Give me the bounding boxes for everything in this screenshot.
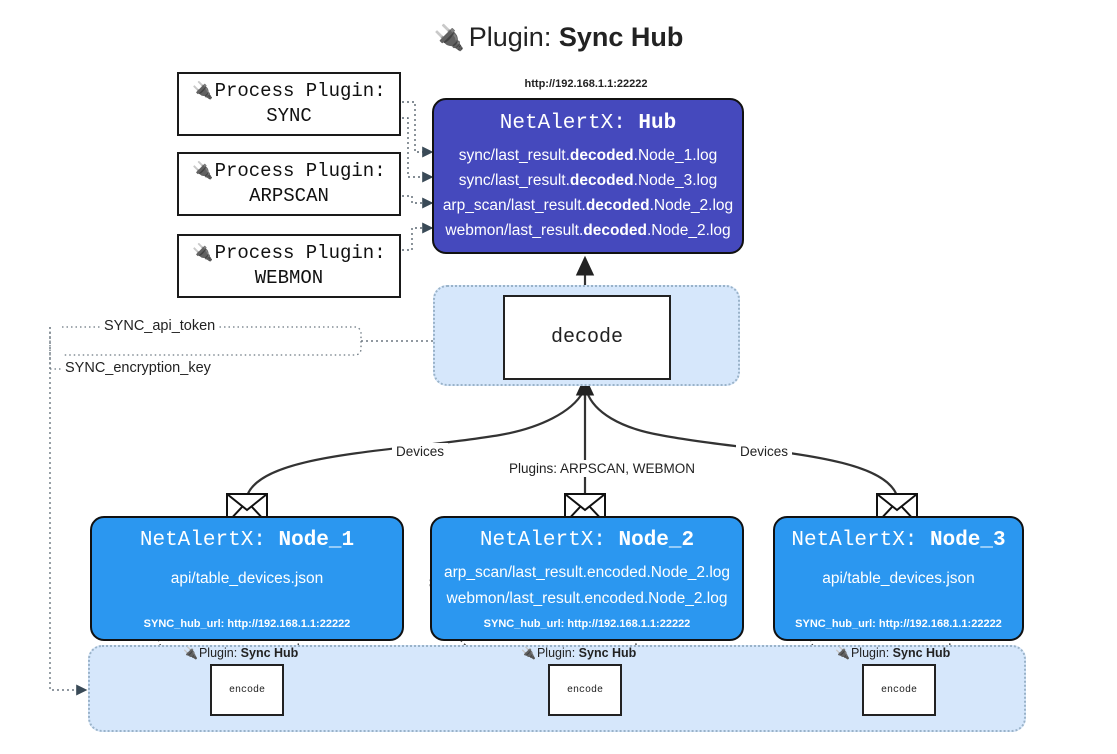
plug-icon: 🔌 — [192, 81, 214, 101]
hub-log-row: arp_scan/last_result.decoded.Node_2.log — [442, 197, 734, 214]
sync-encryption-key-label: SYNC_encryption_key — [62, 359, 214, 377]
plug-icon: 🔌 — [192, 161, 214, 181]
hub-title: NetAlertX: Hub — [499, 112, 677, 135]
node-3[interactable]: NetAlertX: Node_3 api/table_devices.json… — [773, 516, 1024, 641]
plug-icon: 🔌 — [183, 646, 198, 660]
node-2-lines: arp_scan/last_result.encoded.Node_2.log … — [432, 560, 742, 612]
process-plugin-webmon[interactable]: 🔌Process Plugin: WEBMON — [177, 234, 401, 298]
hub-log-row: webmon/last_result.decoded.Node_2.log — [445, 222, 731, 239]
page-title-prefix: Plugin: — [468, 22, 559, 52]
sync-api-token-label: SYNC_api_token — [101, 317, 219, 335]
encode-plugin-label-2: 🔌Plugin: Sync Hub — [521, 646, 637, 660]
node-1-lines: api/table_devices.json — [92, 566, 402, 592]
encode-plugin-label-1: 🔌Plugin: Sync Hub — [183, 646, 299, 660]
process-plugin-sync-line2: SYNC — [266, 105, 312, 127]
page-title: 🔌Plugin: Sync Hub — [0, 18, 1117, 57]
process-plugin-arpscan[interactable]: 🔌Process Plugin: ARPSCAN — [177, 152, 401, 216]
node-3-title: NetAlertX: Node_3 — [791, 529, 1006, 552]
node-3-lines: api/table_devices.json — [775, 566, 1022, 592]
page-title-name: Sync Hub — [558, 22, 684, 52]
encode-box-2[interactable]: encode — [548, 664, 622, 716]
node-2-line: arp_scan/last_result.encoded.Node_2.log — [443, 564, 731, 581]
plug-icon: 🔌 — [521, 646, 536, 660]
plug-icon: 🔌 — [192, 243, 214, 263]
node-1-line: api/table_devices.json — [170, 570, 324, 587]
node-2-title: NetAlertX: Node_2 — [479, 529, 695, 552]
node-2[interactable]: NetAlertX: Node_2 arp_scan/last_result.e… — [430, 516, 744, 641]
node-3-hub-url: SYNC_hub_url: http://192.168.1.1:22222 — [795, 618, 1002, 630]
node-1-title: NetAlertX: Node_1 — [139, 529, 355, 552]
process-plugin-sync[interactable]: 🔌Process Plugin: SYNC — [177, 72, 401, 136]
encode-plugin-label-3: 🔌Plugin: Sync Hub — [835, 646, 951, 660]
node-1[interactable]: NetAlertX: Node_1 api/table_devices.json… — [90, 516, 404, 641]
decode-box[interactable]: decode — [503, 295, 671, 380]
hub-node[interactable]: NetAlertX: Hub sync/last_result.decoded.… — [432, 98, 744, 254]
plug-icon: 🔌 — [433, 24, 465, 52]
process-plugin-webmon-line1: 🔌Process Plugin: — [192, 242, 386, 264]
node-3-line: api/table_devices.json — [822, 570, 975, 587]
devices-right-label: Devices — [736, 443, 793, 460]
process-plugin-sync-line1: 🔌Process Plugin: — [192, 80, 386, 102]
process-plugin-webmon-line2: WEBMON — [254, 267, 324, 289]
hub-log-list: sync/last_result.decoded.Node_1.log sync… — [434, 143, 742, 243]
encode-box-3[interactable]: encode — [862, 664, 936, 716]
node-2-hub-url: SYNC_hub_url: http://192.168.1.1:22222 — [483, 618, 691, 630]
devices-left-label: Devices — [392, 443, 449, 460]
plugins-center-label: Plugins: ARPSCAN, WEBMON — [505, 460, 700, 477]
node-2-line: webmon/last_result.encoded.Node_2.log — [446, 590, 728, 607]
encode-box-1[interactable]: encode — [210, 664, 284, 716]
process-plugin-arpscan-line1: 🔌Process Plugin: — [192, 160, 386, 182]
plug-icon: 🔌 — [835, 646, 850, 660]
hub-url: http://192.168.1.1:22222 — [524, 78, 648, 90]
process-plugin-arpscan-line2: ARPSCAN — [249, 185, 329, 207]
node-1-hub-url: SYNC_hub_url: http://192.168.1.1:22222 — [143, 618, 351, 630]
hub-log-row: sync/last_result.decoded.Node_3.log — [458, 172, 718, 189]
hub-log-row: sync/last_result.decoded.Node_1.log — [458, 147, 718, 164]
